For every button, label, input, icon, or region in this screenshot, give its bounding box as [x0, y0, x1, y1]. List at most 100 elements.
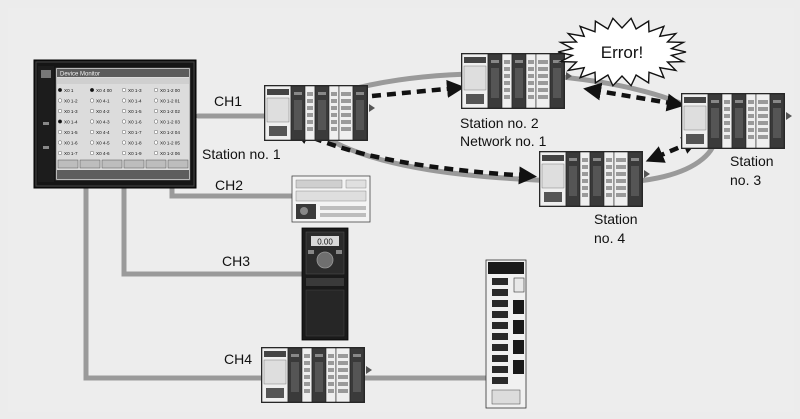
channel-labels: CH1 CH2 CH3 CH4 — [214, 93, 252, 367]
hmi-device-cell: X0 1-2 06 — [160, 151, 180, 156]
hmi-device-cell: X0 1-3 — [64, 109, 78, 114]
servo-terminal-icon — [492, 289, 508, 296]
hmi-status-dot — [89, 150, 94, 155]
servo-terminal-icon — [492, 300, 508, 307]
hmi-status-dot — [153, 119, 158, 124]
plc-station-3 — [681, 93, 792, 149]
hmi-device-cell: X0 4-5 — [96, 141, 110, 146]
hmi-status-dot — [58, 98, 63, 103]
servo-terminal-icon — [492, 355, 508, 362]
hmi-status-dot — [153, 140, 158, 145]
hmi-status-dot — [121, 150, 126, 155]
servo-terminal-icon — [492, 322, 508, 329]
ch4-label: CH4 — [224, 351, 252, 367]
hmi-bottom-bar — [57, 170, 189, 179]
hmi-device-cell: X0 1-6 — [64, 141, 78, 146]
hmi-status-dot — [89, 140, 94, 145]
plc-ch4 — [261, 347, 372, 403]
hmi-status-dot — [89, 108, 94, 113]
hmi-device-cell: X0 1-5 — [128, 109, 142, 114]
station-1-label: Station no. 1 — [202, 146, 281, 162]
hmi-title: Device Monitor — [60, 72, 100, 78]
hmi-status-dot — [153, 150, 158, 155]
error-label: Error! — [601, 43, 644, 62]
hmi-device-cell: X0 1-6 — [128, 120, 142, 125]
servo-terminal-icon — [492, 366, 508, 373]
hmi-status-dot — [58, 108, 63, 113]
hmi-status-dot — [58, 150, 63, 155]
hmi-soft-key — [167, 159, 189, 169]
hmi-device-cell: X0 1-2 05 — [160, 141, 180, 146]
hmi-status-dot — [58, 87, 63, 92]
hmi-status-dot — [153, 87, 158, 92]
hmi-status-dot — [121, 87, 126, 92]
hmi-device-cell: X0 4-3 — [96, 120, 110, 125]
hmi-device-cell: X0 1-7 — [64, 151, 78, 156]
hmi-device-cell: X0 4-6 — [96, 151, 110, 156]
hmi-device-cell: X0 4-4 — [96, 130, 110, 135]
servo-terminal-icon — [492, 333, 508, 340]
hmi-device-cell: X0 1-2 01 — [160, 99, 180, 104]
arrow-s4-s1 — [291, 127, 537, 185]
hmi-mitsubishi-logo-icon — [41, 70, 51, 78]
hmi-device-cell: X0 1-3 — [128, 88, 142, 93]
hmi-device-cell: X0 4-1 — [96, 99, 110, 104]
ch2-label: CH2 — [215, 177, 243, 193]
plc-station-4 — [539, 151, 650, 207]
servo-terminal-icon — [492, 311, 508, 318]
cable-ch3 — [121, 185, 305, 277]
hmi-device-cell: X0 4-2 — [96, 109, 110, 114]
hmi-soft-key — [101, 159, 123, 169]
hmi-device-cell: X0 4 00 — [96, 88, 112, 93]
hmi-status-dot — [153, 129, 158, 134]
hmi-status-dot — [121, 129, 126, 134]
compact-plc-ch2 — [291, 175, 371, 223]
plc-station-1 — [264, 85, 375, 141]
hmi-status-dot — [89, 98, 94, 103]
inverter-lcd — [311, 236, 339, 246]
hmi-device-cell: X0 1-2 03 — [160, 120, 180, 125]
hmi-soft-keys — [57, 159, 189, 169]
servo-connector-icon — [513, 320, 524, 334]
hmi-soft-key — [123, 159, 145, 169]
inverter-dial-icon — [316, 251, 334, 269]
hmi-status-dot — [89, 87, 94, 92]
hmi-soft-key — [79, 159, 101, 169]
hmi-device-cell: X0 1 — [64, 88, 74, 93]
ch1-label: CH1 — [214, 93, 242, 109]
hmi-status-dot — [153, 98, 158, 103]
hmi-device-cell: X0 1-2 — [64, 99, 78, 104]
hmi-device-cell: X0 1-4 — [64, 120, 78, 125]
servo-terminal-icon — [492, 344, 508, 351]
servo-connector-icon — [513, 360, 524, 374]
hmi-device-cell: X0 1-2 02 — [160, 109, 180, 114]
servo-connector-icon — [513, 340, 524, 354]
inverter-display-value: 0.00 — [317, 238, 333, 247]
hmi-soft-key — [145, 159, 167, 169]
hmi-status-dot — [121, 98, 126, 103]
hmi-status-dot — [89, 129, 94, 134]
hmi-side-button-icon-2 — [43, 146, 49, 149]
servo-connector-icon — [513, 300, 524, 314]
hmi-device-cell: X0 1-7 — [128, 130, 142, 135]
hmi-status-dot — [121, 140, 126, 145]
hmi-device-cell: X0 1-2 04 — [160, 130, 180, 135]
inverter-ch3: 0.00 — [301, 227, 349, 341]
ch3-label: CH3 — [222, 253, 250, 269]
error-burst: Error! — [557, 17, 687, 87]
hmi-side-button-icon — [43, 122, 49, 125]
hmi-device-cell: X0 1-9 — [128, 151, 142, 156]
hmi-status-dot — [58, 129, 63, 134]
plc-station-2 — [461, 53, 572, 109]
hmi-device-cell: X0 1-8 — [128, 141, 142, 146]
hmi-status-dot — [58, 140, 63, 145]
hmi-status-dot — [121, 119, 126, 124]
hmi-device-cell: X0 1-5 — [64, 130, 78, 135]
